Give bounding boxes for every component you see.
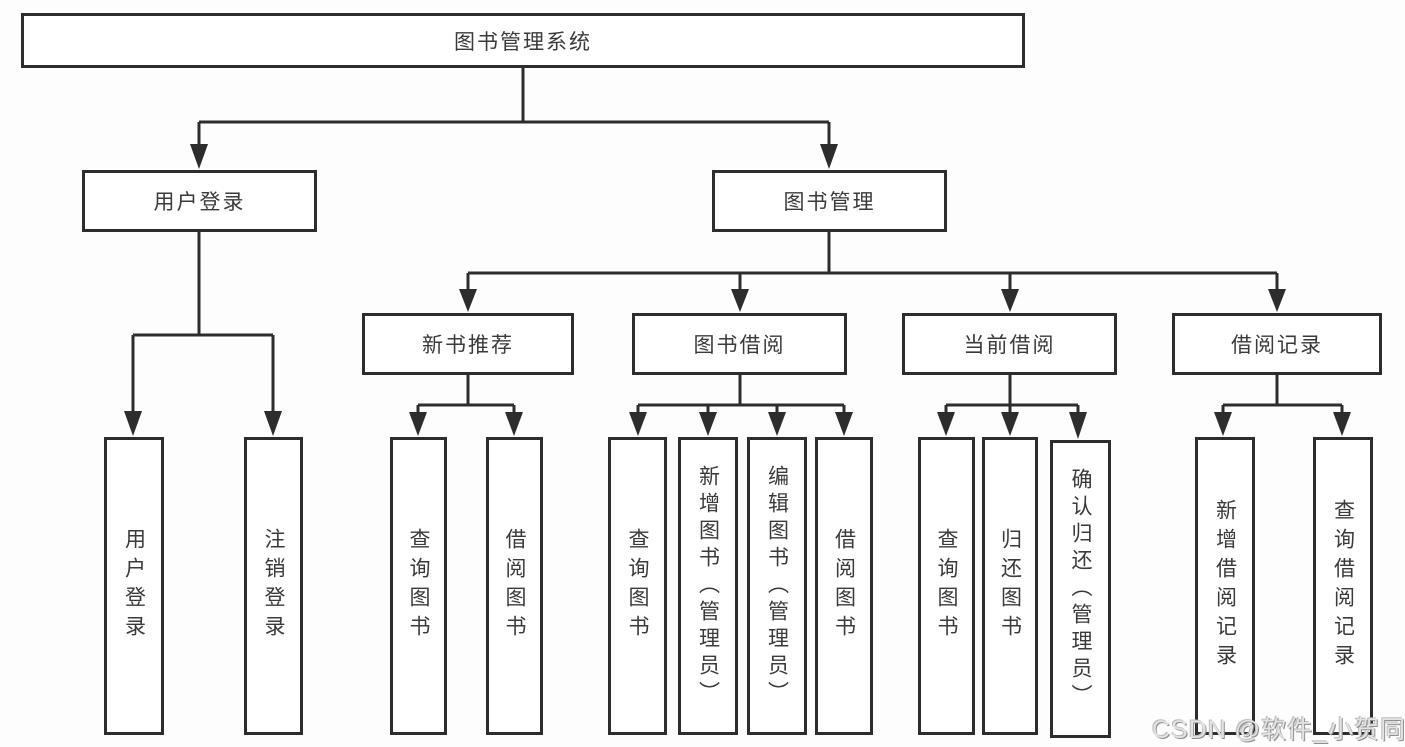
node-book-borrow: 图书借阅 xyxy=(632,313,847,375)
leaf-edit-books-admin: 编辑图书（管理员） xyxy=(747,437,807,735)
leaf-query-books-current: 查询图书 xyxy=(918,437,975,735)
node-borrow-records: 借阅记录 xyxy=(1172,313,1382,375)
node-label: 查询借阅记录 xyxy=(1331,499,1355,673)
node-label: 查询图书 xyxy=(407,528,430,644)
node-current-borrow: 当前借阅 xyxy=(902,313,1117,375)
node-label: 当前借阅 xyxy=(963,334,1056,357)
node-label: 查询图书 xyxy=(935,528,958,644)
leaf-logout: 注销登录 xyxy=(244,437,303,735)
csdn-watermark: CSDN @软件_小贺同学 xyxy=(1152,716,1405,744)
leaf-borrow-books-recommend: 借阅图书 xyxy=(486,437,543,735)
node-label: 借阅图书 xyxy=(832,528,856,644)
node-user-login: 用户登录 xyxy=(82,170,317,232)
leaf-borrow-books: 借阅图书 xyxy=(815,437,873,735)
node-label: 查询图书 xyxy=(626,528,649,644)
node-label: 图书管理 xyxy=(783,191,876,214)
node-label: 注销登录 xyxy=(262,528,285,644)
leaf-query-borrow-record: 查询借阅记录 xyxy=(1313,437,1373,735)
node-label: 图书管理系统 xyxy=(454,30,592,54)
leaf-user-login: 用户登录 xyxy=(104,437,164,735)
node-label: 编辑图书（管理员） xyxy=(765,464,789,708)
node-book-management: 图书管理 xyxy=(712,170,947,232)
leaf-query-books-recommend: 查询图书 xyxy=(390,437,447,735)
leaf-add-books-admin: 新增图书（管理员） xyxy=(678,437,738,735)
node-label: 用户登录 xyxy=(153,191,246,214)
node-label: 新增图书（管理员） xyxy=(696,464,720,708)
node-label: 新书推荐 xyxy=(422,334,514,357)
leaf-add-borrow-record: 新增借阅记录 xyxy=(1195,437,1255,735)
node-label: 图书借阅 xyxy=(693,334,786,357)
node-label: 归还图书 xyxy=(998,528,1022,644)
node-library-management-system: 图书管理系统 xyxy=(21,13,1025,68)
node-label: 新增借阅记录 xyxy=(1213,499,1237,673)
node-label: 确认归还（管理员） xyxy=(1069,467,1092,711)
leaf-return-books: 归还图书 xyxy=(982,437,1038,735)
node-new-book-recommend: 新书推荐 xyxy=(362,313,574,375)
node-label: 借阅图书 xyxy=(503,528,526,644)
leaf-query-books-borrow: 查询图书 xyxy=(608,437,667,735)
node-label: 用户登录 xyxy=(122,528,146,644)
leaf-confirm-return-admin: 确认归还（管理员） xyxy=(1050,440,1111,738)
node-label: 借阅记录 xyxy=(1231,334,1323,357)
